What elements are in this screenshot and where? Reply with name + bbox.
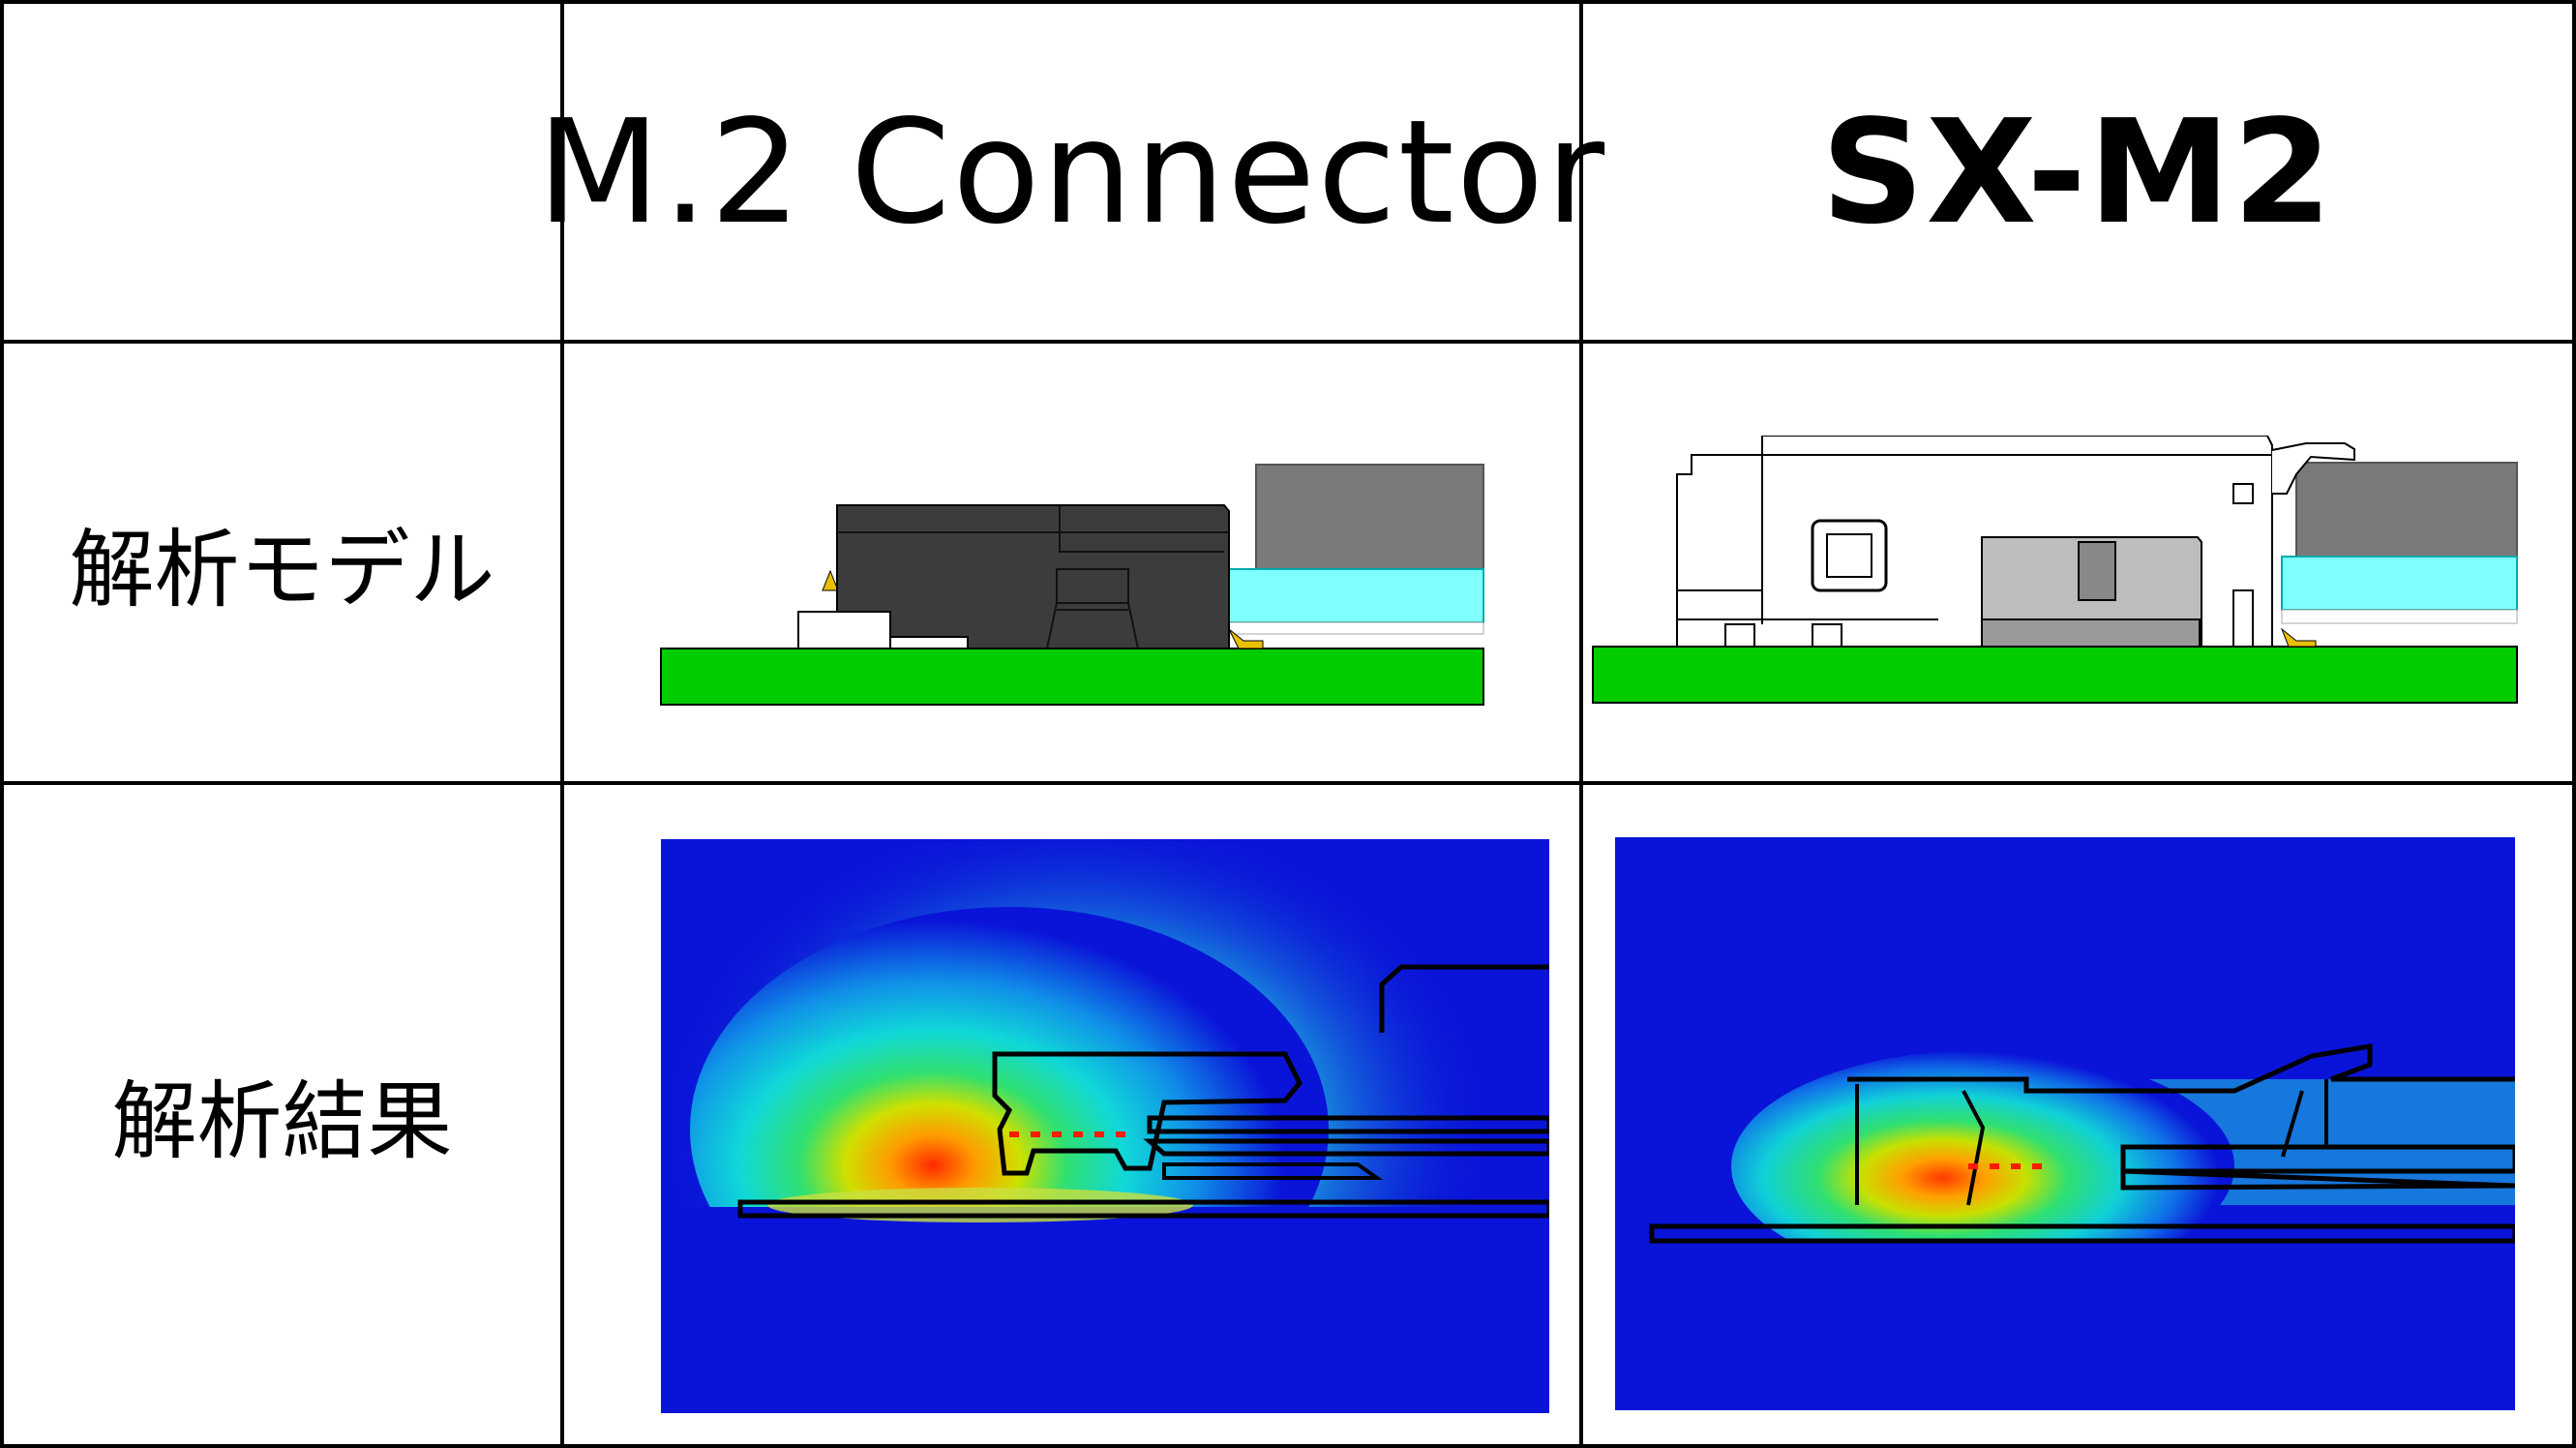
pcb-outline: [737, 1199, 1549, 1219]
table-border-left: [0, 0, 4, 1448]
table-border-right: [2572, 0, 2576, 1448]
row-label-cell-result: 解析結果: [4, 785, 560, 1444]
table-divider-col1: [560, 0, 564, 1448]
left-contact-block: [797, 611, 891, 649]
sx-m2-result-figure: [1615, 837, 2515, 1410]
m2-connector-model-figure: [660, 464, 1484, 706]
table-border-bottom: [0, 1444, 2576, 1448]
connector-outline: [992, 1051, 1303, 1176]
table-divider-col2: [1579, 0, 1583, 1448]
header-sx-m2: SX-M2: [1820, 88, 2335, 256]
header-m2-connector: M.2 Connector: [536, 88, 1607, 256]
header-cell-empty: [4, 4, 560, 340]
module-card-cyan: [1228, 568, 1484, 623]
sx-m2-model-figure: [1592, 436, 2518, 704]
row-label-analysis-model: 解析モデル: [69, 519, 495, 619]
header-cell-sx-m2: SX-M2: [1583, 4, 2572, 340]
row-label-cell-model: 解析モデル: [4, 344, 560, 781]
pcb-board: [1592, 646, 2518, 704]
header-cell-m2-connector: M.2 Connector: [537, 4, 1604, 340]
row-label-analysis-result: 解析結果: [111, 1071, 453, 1171]
module-card-cyan: [2281, 556, 2518, 611]
table-divider-row1: [0, 340, 2576, 344]
pcb-outline: [1649, 1223, 2515, 1244]
table-divider-row2: [0, 781, 2576, 785]
table-border-top: [0, 0, 2576, 4]
pcb-board: [660, 648, 1484, 706]
module-card-gray: [1255, 464, 1484, 572]
connector-housing: [836, 504, 1230, 649]
m2-connector-result-figure: [661, 839, 1549, 1413]
module-outline: [1379, 964, 1549, 1033]
connector-outline: [1847, 1043, 2515, 1094]
